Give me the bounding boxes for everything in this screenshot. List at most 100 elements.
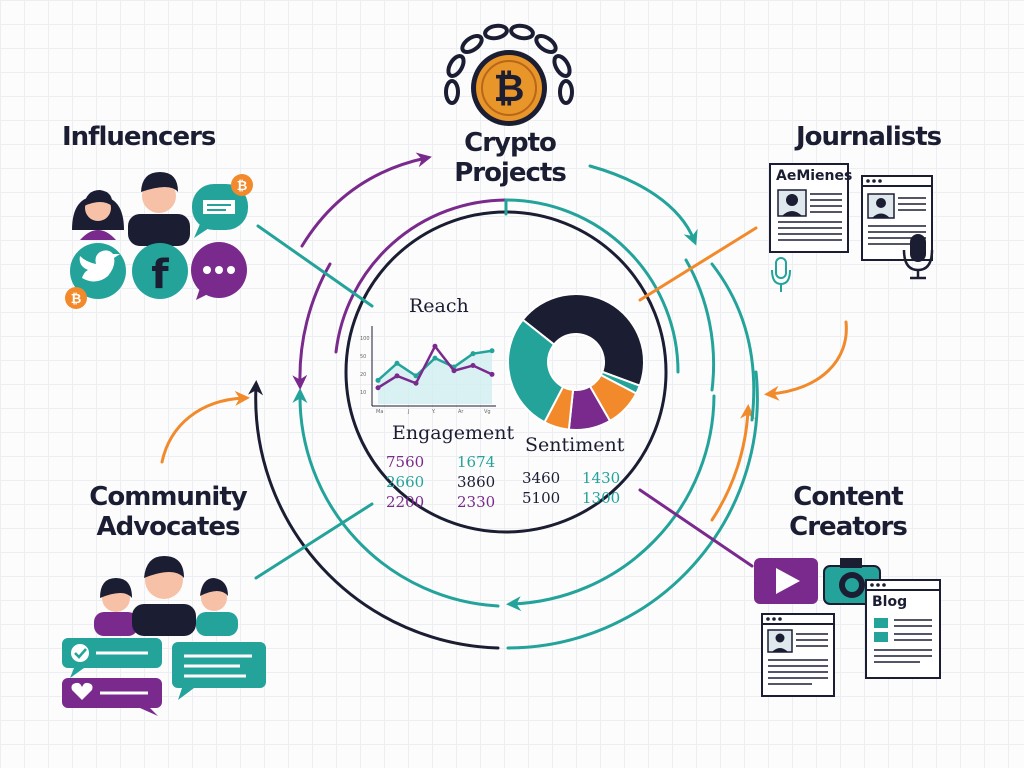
- sentiment-value: 3460: [522, 469, 561, 487]
- facebook-icon: f: [132, 243, 188, 299]
- sentiment-value: 1430: [582, 469, 621, 487]
- chat-heart-icon: [62, 678, 162, 716]
- donut-slice: [521, 293, 645, 388]
- content-creators-title: Content Creators: [786, 482, 910, 542]
- creators-icons: [754, 558, 941, 697]
- reach-point: [470, 351, 476, 357]
- mid-ring-purple-left: [292, 262, 332, 390]
- blog-label: Blog: [872, 594, 908, 610]
- reach-x-tick: Vg: [484, 409, 491, 415]
- mid-ring-teal-bottom: [506, 394, 716, 612]
- svg-text:₿: ₿: [71, 292, 82, 307]
- message-dots-icon: [191, 242, 247, 300]
- bitcoin-badge-icon: ₿: [231, 174, 253, 196]
- sentiment-label: Sentiment: [525, 434, 625, 456]
- engagement-label: Engagement: [392, 422, 515, 444]
- reach-y-tick: 20: [360, 372, 367, 378]
- reach-point: [375, 385, 381, 391]
- connector-creators: [638, 488, 754, 568]
- reach-x-tick: Ma: [376, 409, 384, 415]
- arrow-influencers-to-projects: [300, 152, 432, 248]
- reach-y-tick: 100: [360, 336, 370, 342]
- sentiment-value: 1300: [582, 489, 621, 507]
- journalists-title: Journalists: [796, 122, 942, 152]
- svg-text:₿: ₿: [237, 179, 248, 194]
- donut-slice: [507, 318, 565, 424]
- article-page-icon: [761, 613, 835, 697]
- chat-bubble-icon: [192, 184, 248, 238]
- reach-x-tick: Ar: [458, 409, 464, 415]
- reach-point: [394, 373, 400, 379]
- reach-point: [432, 355, 438, 361]
- sentiment-donut: [507, 293, 645, 431]
- engagement-value: 7560: [386, 453, 425, 471]
- svg-text:f: f: [151, 252, 169, 298]
- svg-text:₿: ₿: [494, 66, 525, 110]
- engagement-value: 2660: [386, 473, 425, 491]
- journalists-icons: [769, 163, 934, 292]
- chat-lines-icon: [172, 642, 266, 700]
- reach-x-tick: Y.: [432, 409, 436, 415]
- creators-title-line2: Creators: [789, 512, 908, 542]
- ring-orange-right: [710, 404, 756, 522]
- connector-influencers: [256, 224, 374, 308]
- mid-ring-teal-left: [292, 388, 500, 608]
- twitter-icon: [70, 243, 126, 299]
- creators-title-line1: Content: [793, 482, 903, 512]
- outer-ring-teal-right: [506, 370, 759, 650]
- crypto-projects-title-line2: Projects: [454, 158, 567, 188]
- reach-point: [375, 377, 381, 383]
- reach-point: [470, 363, 476, 369]
- microphone-icon: [902, 234, 934, 280]
- sentiment-value: 5100: [522, 489, 561, 507]
- reach-point: [489, 371, 495, 377]
- community-advocates-title: Community Advocates: [82, 482, 254, 542]
- reach-label: Reach: [409, 295, 469, 317]
- arrow-community-to-ring: [160, 390, 250, 464]
- reach-point: [489, 348, 495, 354]
- reach-area: [378, 350, 492, 404]
- engagement-value: 2330: [457, 493, 496, 511]
- reach-point: [451, 368, 457, 374]
- outer-ring-navy-left: [248, 380, 500, 650]
- browser-article-icon: [861, 175, 933, 261]
- reach-chart: [371, 326, 496, 407]
- reach-point: [394, 360, 400, 366]
- arrow-journalists-left: [638, 226, 758, 302]
- influencers-icons: ₿ f ₿: [65, 172, 253, 309]
- connector-community: [254, 502, 374, 580]
- middle-ring-teal: [504, 198, 680, 374]
- person-icon: [128, 172, 190, 246]
- community-title-line1: Community: [89, 482, 247, 512]
- crypto-projects-title: Crypto Projects: [440, 128, 580, 188]
- arrow-journalists-to-ring: [764, 320, 848, 401]
- newspaper-headline: AeMienes: [776, 168, 853, 184]
- bitcoin-badge-icon: ₿: [65, 287, 87, 309]
- person-icon: [72, 190, 124, 240]
- influencers-title: Influencers: [62, 122, 216, 152]
- community-title-line2: Advocates: [96, 512, 240, 542]
- engagement-value: 1674: [457, 453, 496, 471]
- newspaper-icon: [769, 163, 849, 253]
- crypto-projects-title-line1: Crypto: [464, 128, 557, 158]
- chat-check-icon: [62, 638, 162, 678]
- engagement-value: 3860: [457, 473, 496, 491]
- reach-point: [432, 343, 438, 349]
- microphone-icon: [771, 257, 791, 292]
- mid-ring-teal-right: [684, 258, 716, 392]
- engagement-value: 2200: [386, 493, 425, 511]
- video-play-icon: [754, 558, 818, 604]
- arrow-right-teal: [710, 262, 756, 422]
- reach-x-tick: J: [408, 409, 410, 415]
- ring-group: [248, 198, 759, 650]
- community-icons: [62, 556, 266, 716]
- arrow-projects-to-journalists: [588, 164, 698, 246]
- reach-y-tick: 50: [360, 354, 367, 360]
- reach-series-group: [375, 343, 495, 404]
- flow-arrows: [160, 152, 848, 580]
- reach-y-tick: 10: [360, 390, 367, 396]
- reach-point: [413, 373, 419, 379]
- group-of-people-icon: [94, 556, 238, 636]
- bitcoin-coin-icon: ₿: [471, 50, 547, 126]
